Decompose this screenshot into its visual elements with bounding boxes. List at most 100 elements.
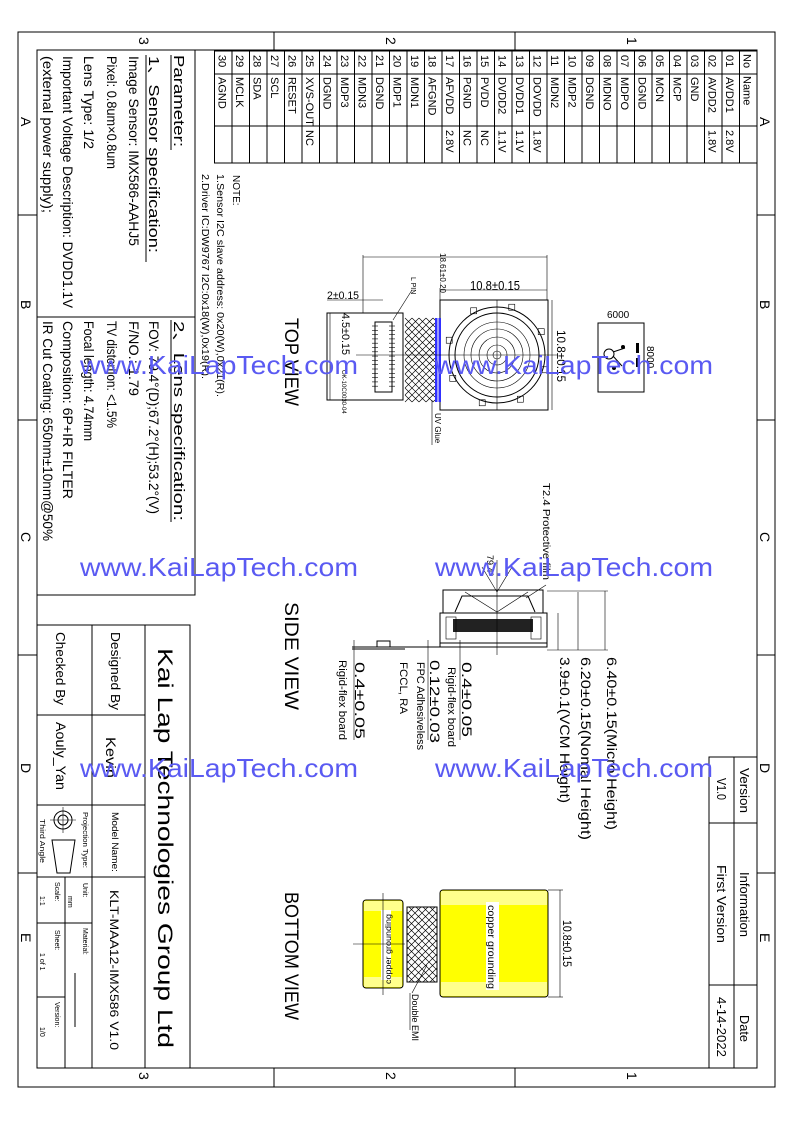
pin-name: AVDD1 xyxy=(723,77,735,113)
unit-label: Unit: xyxy=(81,883,88,897)
dim-height: 10.8±0.15 xyxy=(554,330,568,382)
lens-spec-line: F/NO.: 1.79 xyxy=(126,321,142,396)
pin-number: 09 xyxy=(583,55,595,67)
pin-number: 15 xyxy=(478,55,490,67)
revision-version: V1.0 xyxy=(714,778,729,800)
pin-name: DGND xyxy=(583,77,595,109)
pin-number: 18 xyxy=(426,55,438,67)
marking-top: 6000 xyxy=(607,310,630,321)
double-emi-label: Double EMI xyxy=(410,994,420,1041)
watermark: www.KaiLapTech.com xyxy=(434,753,713,783)
pin-voltage: 2.8V xyxy=(443,130,455,153)
zone-letter: D xyxy=(18,763,34,773)
pin-name: GND xyxy=(688,77,700,102)
lens-spec-line: Composition: 6P+IR FILTER xyxy=(60,321,76,499)
pin-number: 22 xyxy=(356,55,368,67)
pin-number: 08 xyxy=(601,55,613,67)
dim-overall: 18.61±0.20 xyxy=(438,253,447,294)
zone-labels: 1 2 3 1 2 3 A B C D E A B C D E xyxy=(18,37,773,1080)
scale-value: 1:1 xyxy=(38,896,45,906)
copper-grounding-label: copper grounding xyxy=(485,905,496,989)
pin-name: MDPO xyxy=(618,77,630,110)
emi-hatch xyxy=(406,906,438,983)
connector-pins xyxy=(372,325,395,387)
pin-name: DGND xyxy=(636,77,648,109)
uv-glue-label: UV Glue xyxy=(433,413,442,444)
pin-name: MCLK xyxy=(233,77,245,108)
dim-width: 10.8±0.15 xyxy=(470,278,520,293)
zone-letter: E xyxy=(757,933,773,942)
sensor-spec-line: (external power supply); xyxy=(40,56,56,213)
pin-name: DVDD2 xyxy=(496,77,508,114)
revision-header-information: Information xyxy=(737,872,752,937)
pin-name: SCL xyxy=(268,77,280,98)
connector-label: OK-10C0030-04 xyxy=(340,370,346,414)
pin-name: XVS-OUT xyxy=(303,77,315,126)
zone-number: 1 xyxy=(624,1072,640,1080)
vcm-height-dim: 3.9±0.1(VCM Height) xyxy=(557,657,573,803)
view-titles: TOP VIEW SIDE VIEW BOTTOM VIEW xyxy=(280,318,301,1020)
board-connector xyxy=(374,321,393,393)
pin-name: MDNO xyxy=(601,77,613,111)
unit-value: mm xyxy=(66,896,73,908)
sensor-spec-line: Image Sensor: IMX586-AAHJ5 xyxy=(126,56,142,246)
model-name-label: Model Name: xyxy=(110,812,120,872)
watermarks: www.KaiLapTech.com www.KaiLapTech.com ww… xyxy=(79,350,713,783)
angle-label: 79.4° xyxy=(485,555,495,577)
watermark: www.KaiLapTech.com xyxy=(79,552,358,582)
bottom-dim-width: 10.8±0.15 xyxy=(560,920,574,967)
pin-table: NoName01AVDD12.8V02AVDD21.8V03GND04MCP05… xyxy=(214,50,758,164)
pin-number: 24 xyxy=(321,55,333,67)
zone-letter: A xyxy=(18,117,34,127)
company-name: Kai Lap Technologies Group Ltd xyxy=(153,648,176,1048)
pin-voltage: NC xyxy=(478,130,490,146)
zone-letter: E xyxy=(18,933,34,942)
fpc-thickness-dim: 0.12±0.03 xyxy=(427,660,443,743)
pin-label: L PIN xyxy=(409,277,416,294)
pin-number: 13 xyxy=(513,55,525,67)
pin-name: PVDD xyxy=(478,77,490,108)
watermark: www.KaiLapTech.com xyxy=(434,350,713,380)
fpc-label-2: FCCL, RA xyxy=(397,662,409,715)
side-view-drawing: 79.4° T2.4 Protective film 6.40±0.15(Mic… xyxy=(336,483,620,840)
notes: NOTE: 1.Sensor I2C slave address: 0x20(W… xyxy=(199,174,241,397)
third-angle-projection-icon xyxy=(50,807,76,874)
parameters-box: Parameter: 1、Sensor specification: Image… xyxy=(36,49,196,596)
pin-number: 30 xyxy=(216,55,228,67)
sensor-spec-line: Pixel: 0.8um×0.8um xyxy=(104,56,120,169)
version-value: 1/0 xyxy=(38,1027,45,1037)
orientation-mark-icon xyxy=(603,348,615,360)
zone-letter: C xyxy=(18,532,34,542)
pin-name: PGND xyxy=(461,77,473,109)
lens-spec-line: FOV: 79.4°(D);67.2°(H);53.2°(V) xyxy=(146,321,162,514)
note-item: 1.Sensor I2C slave address: 0x20(W),0x21… xyxy=(214,174,225,397)
pin-number: 14 xyxy=(496,55,508,67)
title-block: Kai Lap Technologies Group Ltd Designed … xyxy=(36,624,191,1069)
marking-box: 6000 8000 xyxy=(597,310,655,393)
watermark: www.KaiLapTech.com xyxy=(79,753,358,783)
pin-name: MDN1 xyxy=(408,77,420,108)
pin-name: AVDD2 xyxy=(706,77,718,113)
revision-table: Version Information Date V1.0 First Vers… xyxy=(708,756,758,1069)
board-label: Rigid-flex board xyxy=(445,667,457,747)
